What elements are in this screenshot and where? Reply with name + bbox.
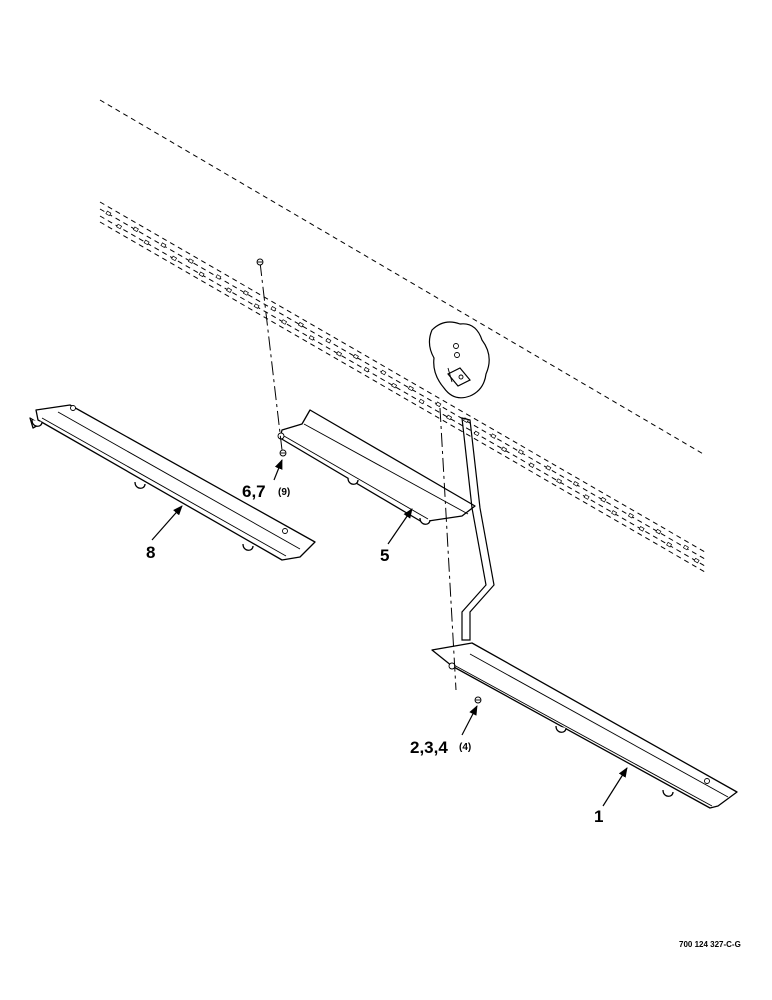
channel-slot: [171, 255, 178, 262]
channel-slot: [627, 512, 634, 519]
callout-8: 8: [146, 543, 155, 562]
callout-2-3-4: 2,3,4: [410, 738, 448, 757]
channel-slot: [143, 239, 150, 246]
channel-slot: [352, 353, 359, 360]
channel-slot: [693, 557, 700, 564]
channel-slot: [572, 481, 579, 487]
channel-slot: [308, 335, 315, 341]
channel-slot: [116, 223, 123, 230]
channel-slot: [666, 541, 673, 548]
channel-slot: [336, 351, 343, 357]
hanger-bracket: [461, 417, 495, 641]
drawing-number: 700 124 327-C-G: [679, 940, 741, 949]
channel-slot: [391, 382, 398, 389]
channel-slot: [363, 366, 370, 373]
channel-slot: [528, 462, 535, 468]
channel-slot: [501, 446, 508, 453]
channel-slot: [105, 210, 112, 217]
channel-slot: [297, 321, 304, 328]
bolt-centerline-5: [259, 261, 283, 451]
channel-slot: [132, 226, 139, 233]
channel-slot: [418, 398, 425, 405]
channel-slot: [407, 385, 414, 392]
channel-slot: [198, 271, 205, 278]
channel-slot: [517, 449, 524, 455]
channel-slot: [242, 290, 249, 296]
channel-slot: [600, 496, 607, 503]
channel-slot: [281, 319, 288, 325]
channel-slot: [545, 465, 552, 471]
callout-6-7-qty: (9): [278, 487, 290, 498]
channel-slot: [682, 544, 689, 551]
frame-edge-upper: [99, 99, 706, 456]
leader-arrow-2-3-4: [461, 705, 478, 736]
leader-arrow-6-7: [273, 459, 283, 481]
channel-slot: [215, 274, 222, 280]
part-5-panel: [277, 409, 476, 525]
leader-arrow-1: [602, 767, 628, 807]
channel-slot: [160, 242, 167, 248]
leader-arrow-5: [387, 508, 413, 545]
perforated-channel: [99, 201, 706, 573]
channel-slot: [187, 258, 194, 264]
channel-slot: [270, 306, 277, 312]
channel-slot: [380, 369, 387, 376]
channel-slot: [611, 510, 618, 516]
channel-slot: [226, 287, 233, 293]
channel-slot: [556, 478, 563, 484]
channel-slot: [655, 528, 662, 535]
bolt-icon: [256, 258, 264, 266]
bolt-centerline-1: [439, 407, 457, 691]
channel-slot: [638, 526, 645, 532]
channel-slot: [253, 303, 260, 309]
nut-icon: [474, 696, 482, 704]
channel-slot: [446, 414, 453, 421]
channel-slot: [473, 430, 480, 437]
callout-6-7: 6,7: [242, 482, 266, 501]
callout-2-3-4-qty: (4): [459, 742, 471, 753]
channel-slot: [490, 433, 497, 439]
leader-arrow-8: [151, 505, 183, 541]
part-8-panel: [29, 404, 316, 561]
channel-slot: [325, 337, 332, 344]
callout-5: 5: [380, 546, 389, 565]
part-1-panel: [431, 642, 738, 809]
channel-slot: [435, 401, 442, 408]
channel-slot: [583, 494, 590, 500]
nut-icon: [279, 449, 287, 457]
callout-1: 1: [594, 807, 603, 826]
detail-cloud: [428, 321, 490, 399]
